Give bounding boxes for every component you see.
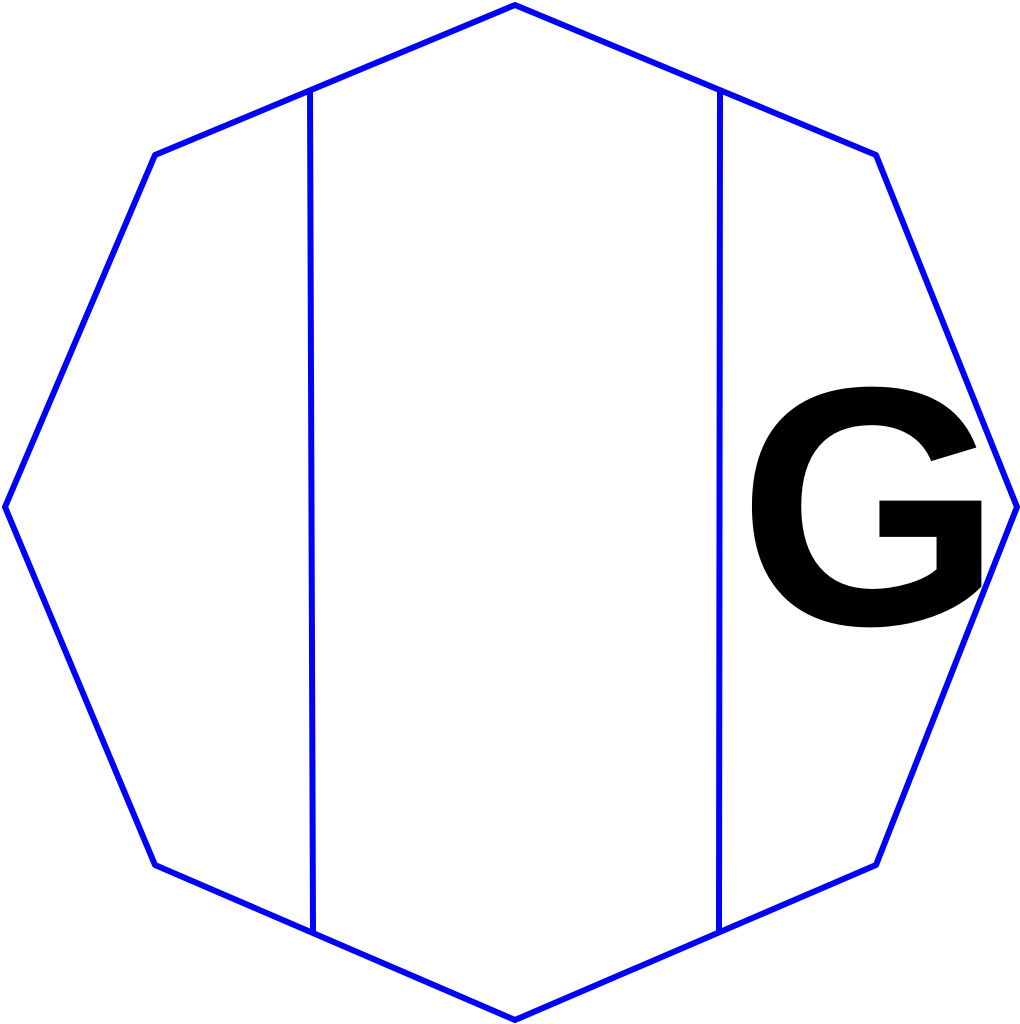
left-vertical-divider: [307, 88, 316, 935]
right-vertical-divider: [716, 89, 723, 935]
label-g: G: [738, 317, 1002, 697]
